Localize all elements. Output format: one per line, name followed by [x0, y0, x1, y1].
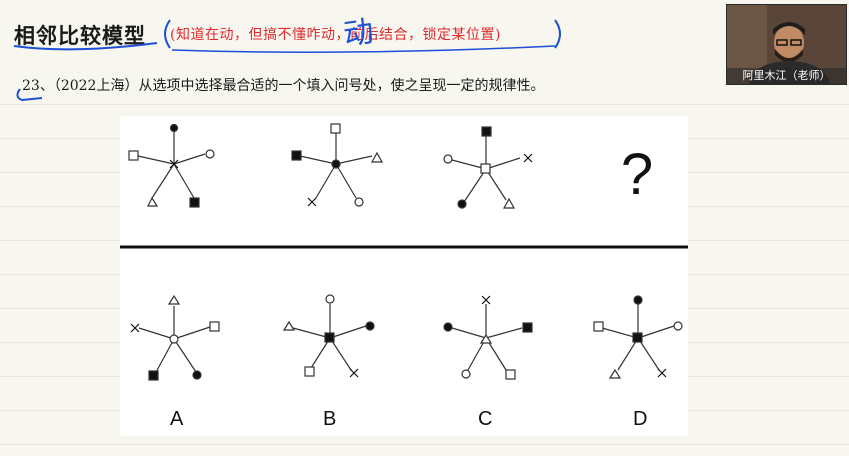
option-figure-c — [443, 295, 533, 380]
option-label-c[interactable]: C — [478, 408, 493, 430]
webcam-feed: 阿里木江（老师） — [726, 4, 847, 85]
puzzle-panel: ? — [120, 116, 688, 436]
option-figure-d — [593, 295, 683, 379]
question-text: 23、（2022上海）从选项中选择最合适的一个填入问号处，使之呈现一定的规律性。 — [22, 78, 545, 94]
title-underline-mark — [13, 42, 158, 51]
option-label-b[interactable]: B — [323, 408, 337, 430]
question-figure-2 — [291, 123, 384, 207]
option-figure-a — [130, 294, 220, 381]
annotation-note: (知道在动，但搞不懂咋动，前后结合，锁定某位置) — [170, 27, 501, 43]
handwritten-ink: 动 — [341, 14, 376, 53]
question-mark: ? — [621, 142, 653, 207]
question-number-underline-mark — [16, 88, 43, 102]
option-label-d[interactable]: D — [633, 408, 648, 430]
question-figure-3 — [443, 126, 533, 209]
slide-title: 相邻比较模型 — [14, 24, 146, 48]
presenter-name: 阿里木江（老师） — [727, 68, 846, 84]
option-figure-b — [282, 294, 375, 378]
question-figure-1 — [128, 123, 215, 208]
option-label-a[interactable]: A — [170, 408, 184, 430]
note-bracket-mark — [164, 19, 561, 53]
